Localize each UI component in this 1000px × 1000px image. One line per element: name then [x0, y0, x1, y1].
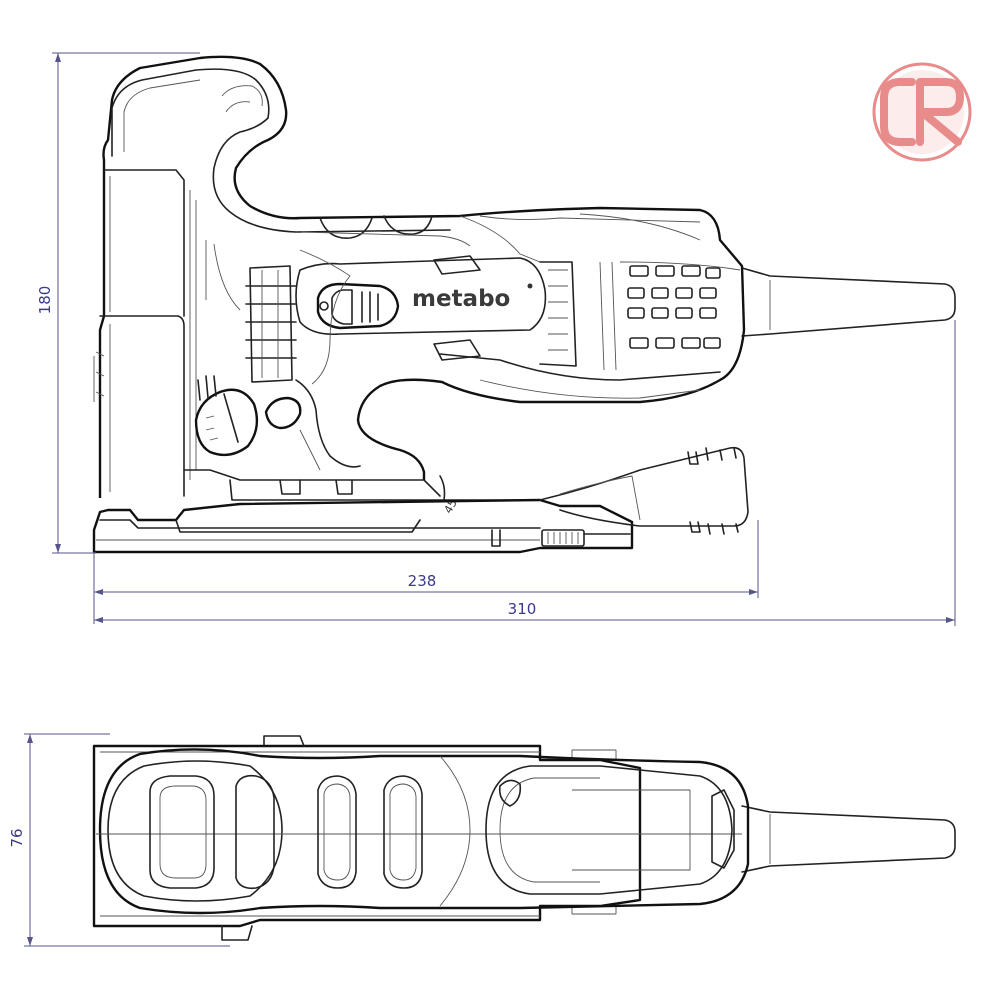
motor-vents: [539, 261, 741, 371]
base-shoe: [92, 498, 634, 554]
cr-logo: [872, 62, 972, 162]
side-view: metabo: [92, 55, 956, 554]
trigger-switch: [316, 282, 400, 330]
stroke-adjustment-cage: [245, 249, 351, 385]
side-dimensions: 180 238 310: [36, 52, 956, 626]
dimension-shoe-length: 238: [408, 572, 437, 590]
dimension-width: 76: [8, 828, 26, 847]
dimension-total-length: 310: [508, 600, 537, 618]
dust-nozzle: [539, 446, 749, 535]
top-dimensions: 76: [8, 733, 230, 947]
pendulum-dial: [194, 375, 259, 457]
top-view: [92, 735, 956, 941]
brand-name: metabo: [412, 286, 510, 312]
dimension-height: 180: [36, 286, 54, 315]
